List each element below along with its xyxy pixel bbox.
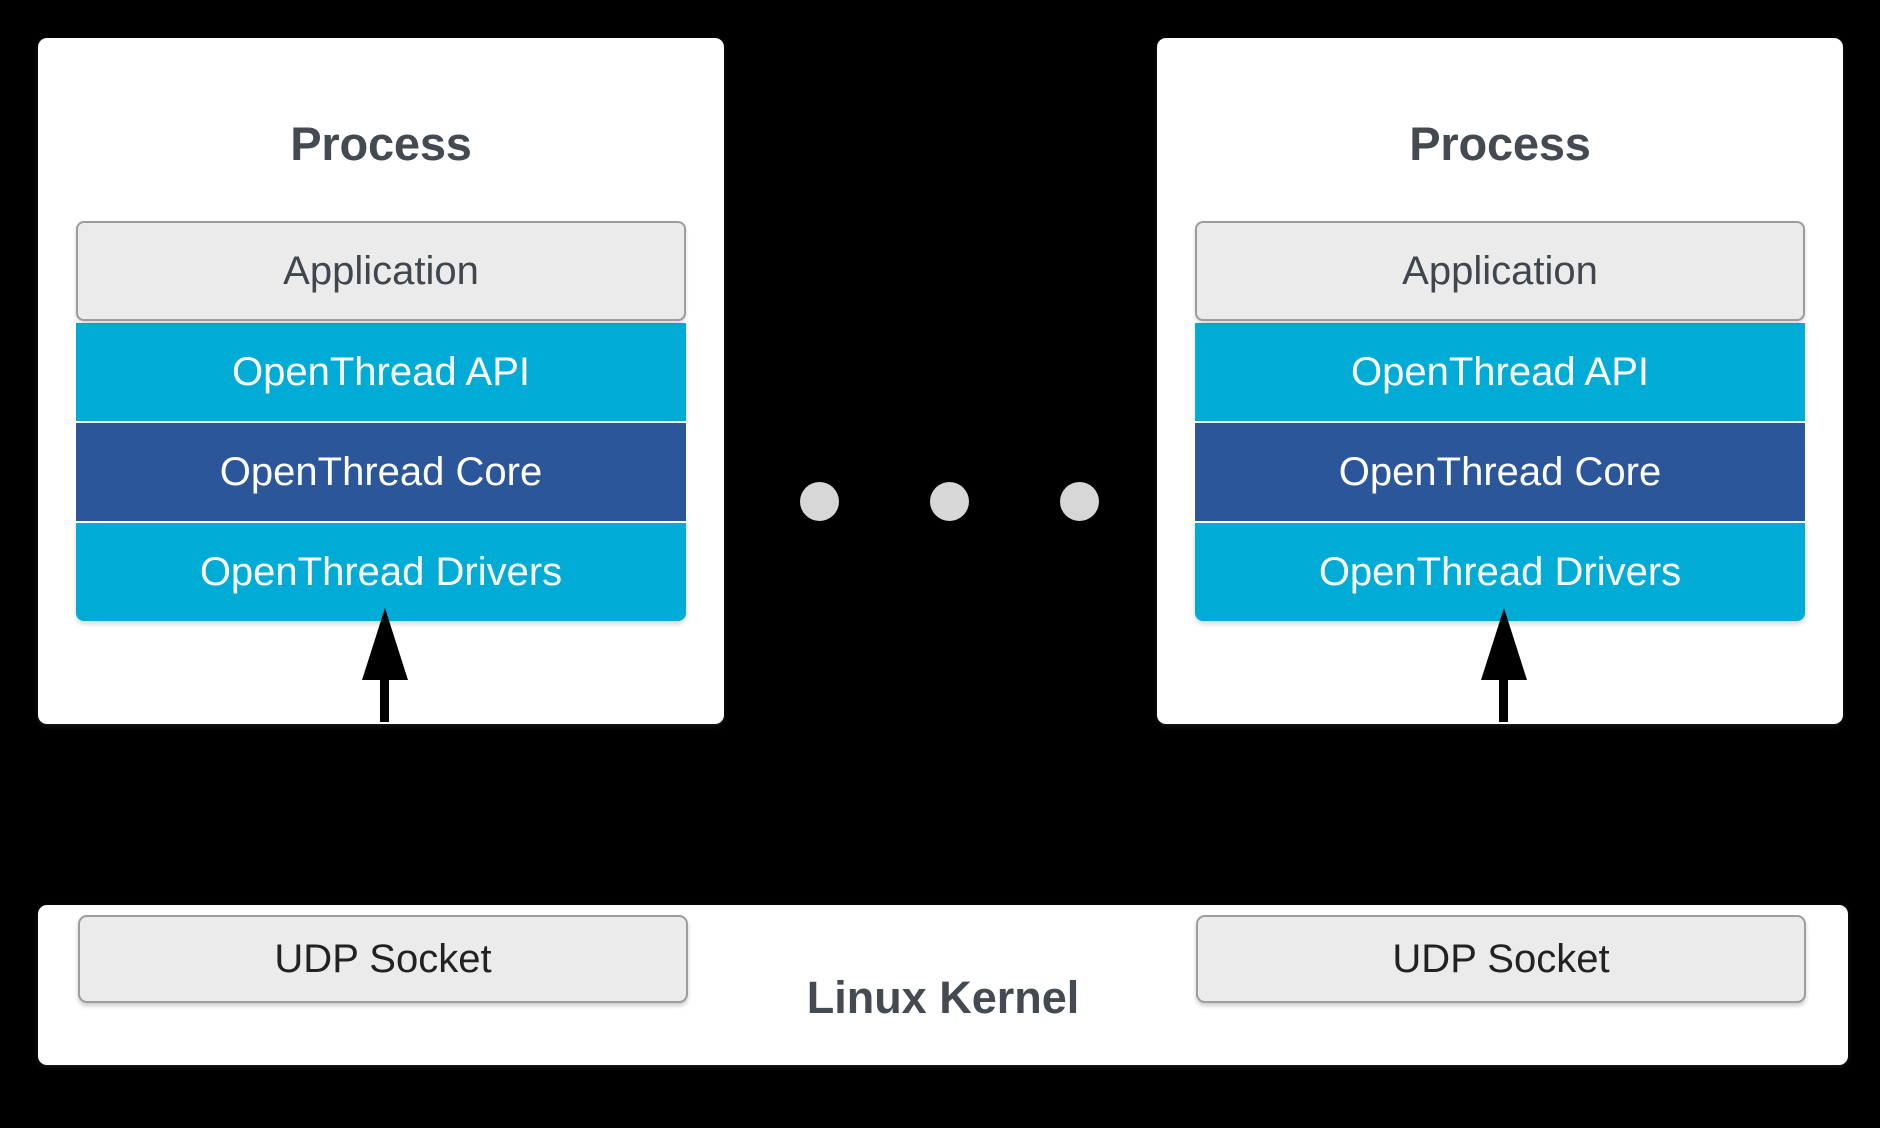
udp-socket-box-left: UDP Socket [78, 915, 688, 1003]
layer-openthread-core-left: OpenThread Core [76, 423, 686, 521]
layer-application-right: Application [1195, 221, 1805, 321]
layer-stack-right: Application OpenThread API OpenThread Co… [1195, 221, 1805, 621]
layer-openthread-api-right: OpenThread API [1195, 323, 1805, 421]
arrow-up-icon-left [357, 608, 413, 722]
ellipsis-dot-icon-2 [930, 482, 969, 521]
layer-application-left: Application [76, 221, 686, 321]
ellipsis-dots [800, 482, 1120, 522]
process-title-left: Process [290, 117, 472, 170]
arrow-up-icon-right [1476, 608, 1532, 722]
udp-socket-box-right: UDP Socket [1196, 915, 1806, 1003]
layer-openthread-drivers-right: OpenThread Drivers [1195, 523, 1805, 621]
layer-openthread-core-right: OpenThread Core [1195, 423, 1805, 521]
process-box-right: Process Application OpenThread API OpenT… [1157, 38, 1843, 724]
linux-kernel-label: Linux Kernel [806, 972, 1080, 1023]
layer-openthread-drivers-left: OpenThread Drivers [76, 523, 686, 621]
process-title-right: Process [1409, 117, 1591, 170]
layer-openthread-api-left: OpenThread API [76, 323, 686, 421]
layer-stack-left: Application OpenThread API OpenThread Co… [76, 221, 686, 621]
ellipsis-dot-icon-1 [800, 482, 839, 521]
process-box-left: Process Application OpenThread API OpenT… [38, 38, 724, 724]
linux-kernel-box: UDP Socket Linux Kernel UDP Socket [38, 905, 1848, 1065]
ellipsis-dot-icon-3 [1060, 482, 1099, 521]
